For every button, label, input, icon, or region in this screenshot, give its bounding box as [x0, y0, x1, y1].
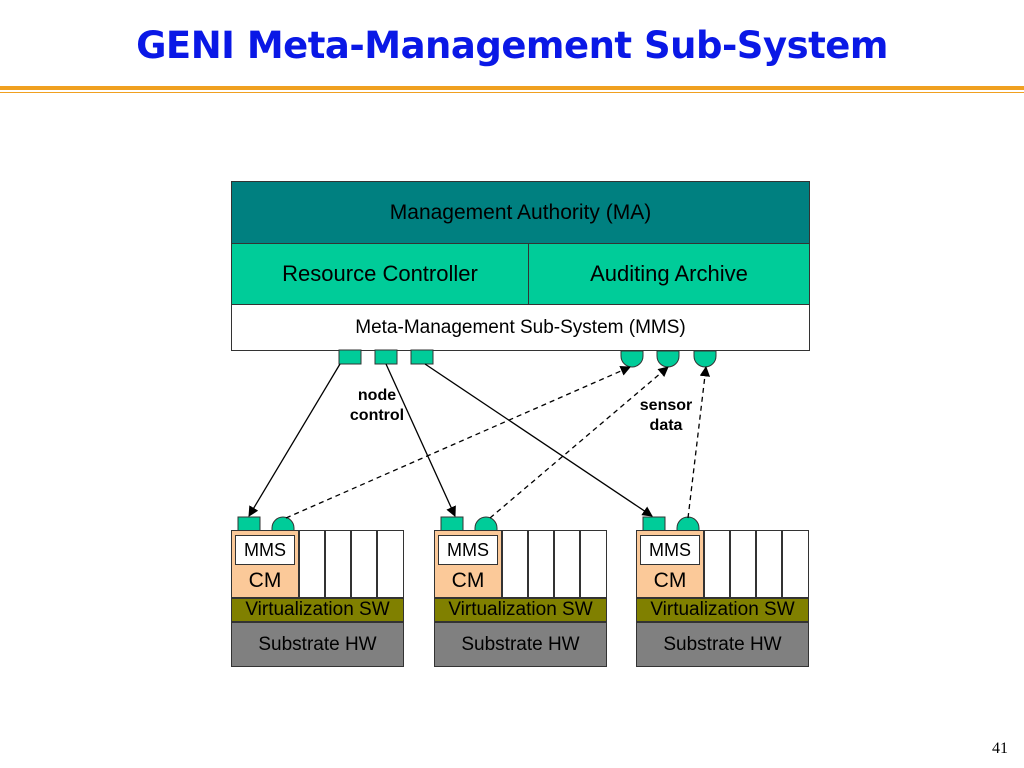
node-control-label-line-1: node — [357, 387, 397, 404]
sensor-arrow-node-3 — [687, 365, 711, 519]
substrate-hw: Substrate HW — [434, 622, 607, 667]
ma-sensor-port-2 — [656, 350, 680, 368]
vm-slot — [756, 530, 782, 598]
vm-slot — [554, 530, 580, 598]
vm-slot — [377, 530, 404, 598]
control-arrow-node-1 — [248, 363, 341, 517]
node-3: MMS CM Virtualization SW Substrate HW — [636, 530, 809, 667]
resource-controller: Resource Controller — [232, 244, 529, 305]
ma-control-port-3 — [410, 349, 434, 365]
node-2-sensor-port — [474, 516, 498, 532]
node-1-control-port — [237, 516, 261, 532]
node-2: MMS CM Virtualization SW Substrate HW — [434, 530, 607, 667]
vm-slot — [325, 530, 351, 598]
substrate-hw: Substrate HW — [231, 622, 404, 667]
ma-sensor-port-3 — [693, 350, 717, 368]
node-control-label-line-2: control — [349, 407, 405, 424]
management-authority: Management Authority (MA) — [232, 182, 809, 244]
title-rule-thin — [0, 92, 1024, 93]
node-1-sensor-port — [271, 516, 295, 532]
virtualization-sw: Virtualization SW — [434, 598, 607, 622]
vm-slot — [351, 530, 377, 598]
vm-slot — [782, 530, 809, 598]
mms-box: MMS — [640, 535, 700, 565]
substrate-hw: Substrate HW — [636, 622, 809, 667]
node-3-sensor-port — [676, 516, 700, 532]
page-number: 41 — [992, 740, 1008, 757]
mms-box: MMS — [235, 535, 295, 565]
node-2-control-port — [440, 516, 464, 532]
control-arrow-node-3 — [424, 363, 653, 517]
ma-control-port-1 — [338, 349, 362, 365]
cm-label: CM — [451, 569, 485, 592]
sensor-data-label-line-1: sensor — [639, 397, 693, 414]
sensor-arrow-node-2 — [489, 366, 669, 519]
node-control-label: node control — [338, 386, 416, 426]
title-rule-thick — [0, 86, 1024, 90]
slide-title: GENI Meta-Management Sub-System — [136, 24, 888, 67]
vm-slot — [580, 530, 607, 598]
control-arrow-node-2 — [385, 363, 456, 517]
auditing-archive: Auditing Archive — [529, 244, 809, 305]
ma-control-port-2 — [374, 349, 398, 365]
vm-slot — [502, 530, 528, 598]
cm-label: CM — [653, 569, 687, 592]
virtualization-sw: Virtualization SW — [636, 598, 809, 622]
vm-slot — [299, 530, 325, 598]
vm-slot — [704, 530, 730, 598]
vm-slot — [528, 530, 554, 598]
meta-management-subsystem: Meta-Management Sub-System (MMS) — [232, 305, 809, 350]
sensor-data-label-line-2: data — [649, 417, 683, 434]
sensor-data-label: sensor data — [626, 396, 706, 436]
node-1: MMS CM Virtualization SW Substrate HW — [231, 530, 404, 667]
ma-sensor-port-1 — [620, 350, 644, 368]
mms-box: MMS — [438, 535, 498, 565]
cm-label: CM — [248, 569, 282, 592]
management-authority-block: Management Authority (MA) Resource Contr… — [231, 181, 810, 351]
node-3-control-port — [642, 516, 666, 532]
virtualization-sw: Virtualization SW — [231, 598, 404, 622]
vm-slot — [730, 530, 756, 598]
